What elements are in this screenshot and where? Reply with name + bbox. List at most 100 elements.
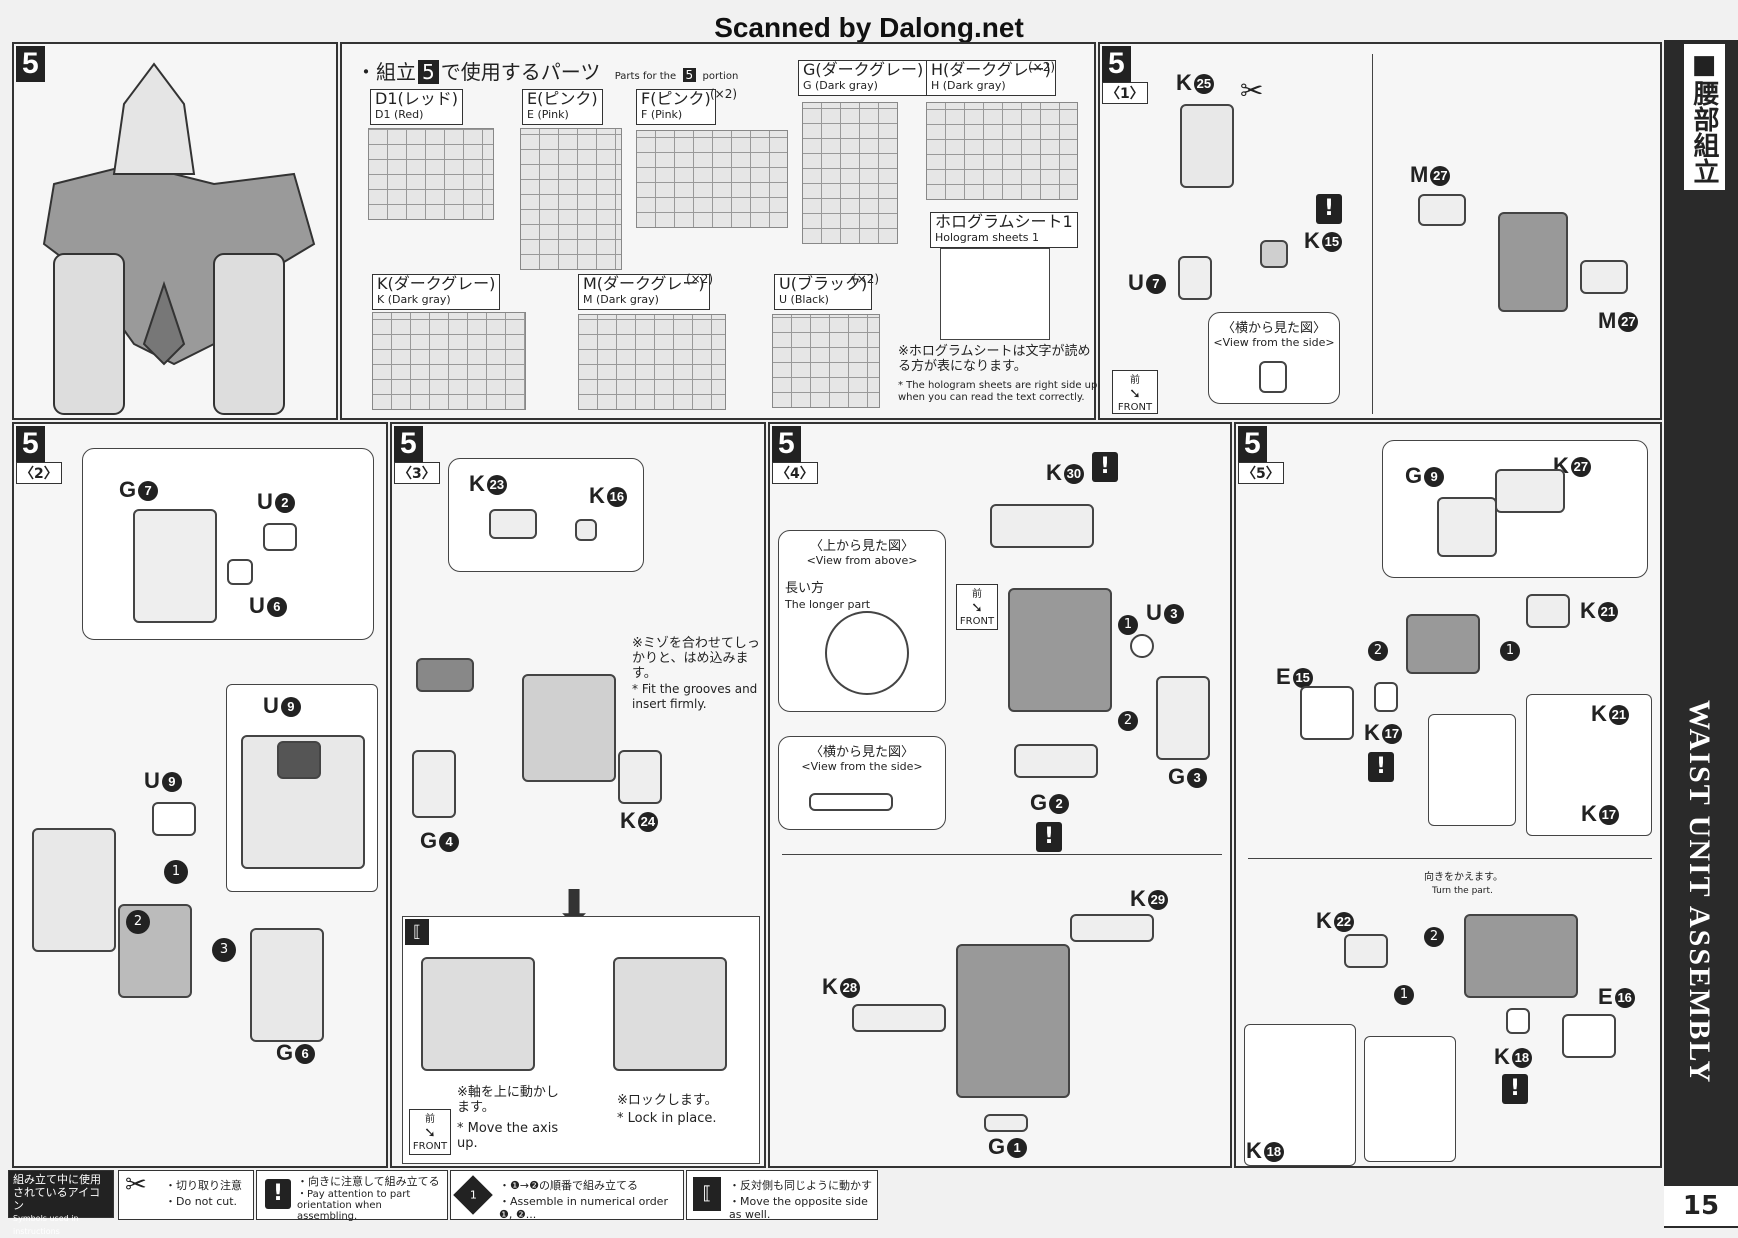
part-d1-label: D1(レッド)D1 (Red) — [370, 89, 463, 125]
part-g-en: G (Dark gray) — [803, 79, 878, 92]
part-m27a — [1418, 194, 1466, 226]
side-view-part — [809, 793, 893, 811]
side-view-en: <View from the side> — [1213, 336, 1335, 349]
runner-d1 — [368, 128, 494, 220]
label-m27b-letter: M — [1598, 308, 1617, 333]
side-view-jp: 〈横から見た図〉 — [1221, 321, 1326, 336]
substep-label: 〈5〉 — [1238, 462, 1284, 484]
front-arrow-icon: ➘ — [971, 600, 983, 616]
groove-note-en: * Fit the grooves and insert firmly. — [632, 682, 758, 711]
front-jp: 前 — [425, 1114, 435, 1125]
part-k21 — [1526, 594, 1570, 628]
label-k21a-letter: K — [1580, 598, 1596, 623]
part-f-qty: (×2) — [710, 87, 738, 101]
part-e-en: E (Pink) — [527, 108, 569, 121]
legend-order: 1 ・❶→❷の順番で組み立てる ・Assemble in numerical o… — [450, 1170, 684, 1221]
parts-heading-en-step: 5 — [682, 68, 697, 82]
label-u6-num: 6 — [266, 597, 287, 618]
front-arrow-icon: ➘ — [424, 1125, 436, 1141]
front-jp: 前 — [972, 589, 982, 600]
label-e15-num: 15 — [1292, 668, 1313, 689]
label-g7-num: 7 — [138, 481, 159, 502]
part-g3 — [1156, 676, 1210, 760]
order-number-3-text: 3 — [212, 938, 236, 962]
label-k18b-num: 18 — [1263, 1142, 1284, 1163]
axis-inset: ⟦ ※軸を上に動かします。 * Move the axis up. ※ロックしま… — [402, 916, 760, 1164]
part-k27 — [1495, 469, 1565, 513]
label-k24-num: 24 — [637, 812, 658, 833]
groove-note-jp: ※ミゾを合わせてしっかりと、はめ込みます。 — [632, 636, 760, 681]
label-k15-letter: K — [1304, 228, 1320, 253]
part-u9-inserted — [277, 741, 321, 779]
parts-heading-text: ・組立 — [356, 60, 416, 84]
exclamation-icon: ! — [265, 1179, 291, 1209]
part-f-en: F (Pink) — [641, 108, 683, 121]
label-k21b-letter: K — [1591, 701, 1607, 726]
label-k24-letter: K — [620, 808, 636, 833]
step-number: 5 — [394, 426, 423, 462]
parts-heading-step: 5 — [418, 60, 439, 84]
substep-label: 〈2〉 — [16, 462, 62, 484]
mirror-icon: ⟦ — [693, 1177, 721, 1211]
part-assembled-block — [956, 944, 1070, 1098]
k17-orientation-bubble — [1428, 714, 1516, 826]
part-e16 — [1562, 1014, 1616, 1058]
part-g4 — [412, 750, 456, 818]
part-g7 — [133, 509, 217, 623]
label-k17b-letter: K — [1581, 801, 1597, 826]
right-sidebar: ■腰部組立 WAIST UNIT ASSEMBLY — [1664, 40, 1738, 1228]
label-e16-letter: E — [1598, 984, 1613, 1009]
part-k23-assembled — [416, 658, 474, 692]
part-u7 — [1178, 256, 1212, 300]
hologram-note-jp: ※ホログラムシートは文字が読める方が表になります。 — [898, 344, 1091, 374]
part-k17 — [1374, 682, 1398, 712]
label-k18b-letter: K — [1246, 1138, 1262, 1163]
label-u7-letter: U — [1128, 270, 1144, 295]
legend-order-jp: ・❶→❷の順番で組み立てる — [499, 1179, 638, 1192]
runner-f — [636, 130, 788, 228]
part-g9 — [1437, 497, 1497, 557]
part-g1 — [984, 1114, 1028, 1132]
sidebar-en-title: WAIST UNIT ASSEMBLY — [1683, 700, 1716, 1085]
label-k25-letter: K — [1176, 70, 1192, 95]
divider — [782, 854, 1222, 855]
part-k15 — [1260, 240, 1288, 268]
label-g9-num: 9 — [1424, 467, 1445, 488]
axis-note-jp: ※軸を上に動かします。 — [457, 1085, 559, 1115]
front-en: FRONT — [412, 1141, 448, 1152]
side-en: <View from the side> — [801, 760, 923, 773]
hologram-jp: ホログラムシート1 — [935, 212, 1073, 231]
sidebar-jp-title: ■腰部組立 — [1684, 44, 1725, 190]
label-k15-num: 15 — [1321, 232, 1342, 253]
part-k16 — [575, 519, 597, 541]
part-k28 — [852, 1004, 946, 1032]
label-k29-num: 29 — [1147, 890, 1168, 911]
front-en: FRONT — [1117, 402, 1153, 413]
label-e15-letter: E — [1276, 664, 1291, 689]
front-indicator: 前 ➘ FRONT — [956, 584, 998, 630]
label-k27-num: 27 — [1570, 457, 1591, 478]
label-u9b-num: 9 — [161, 772, 182, 793]
part-d1-en: D1 (Red) — [375, 108, 424, 121]
front-indicator: 前 ➘ FRONT — [409, 1109, 451, 1155]
waist-overview-illustration — [42, 62, 316, 415]
part-turned-unit — [1464, 914, 1578, 998]
front-indicator: 前 ➘ FRONT — [1112, 370, 1158, 414]
label-u2-num: 2 — [274, 493, 295, 514]
